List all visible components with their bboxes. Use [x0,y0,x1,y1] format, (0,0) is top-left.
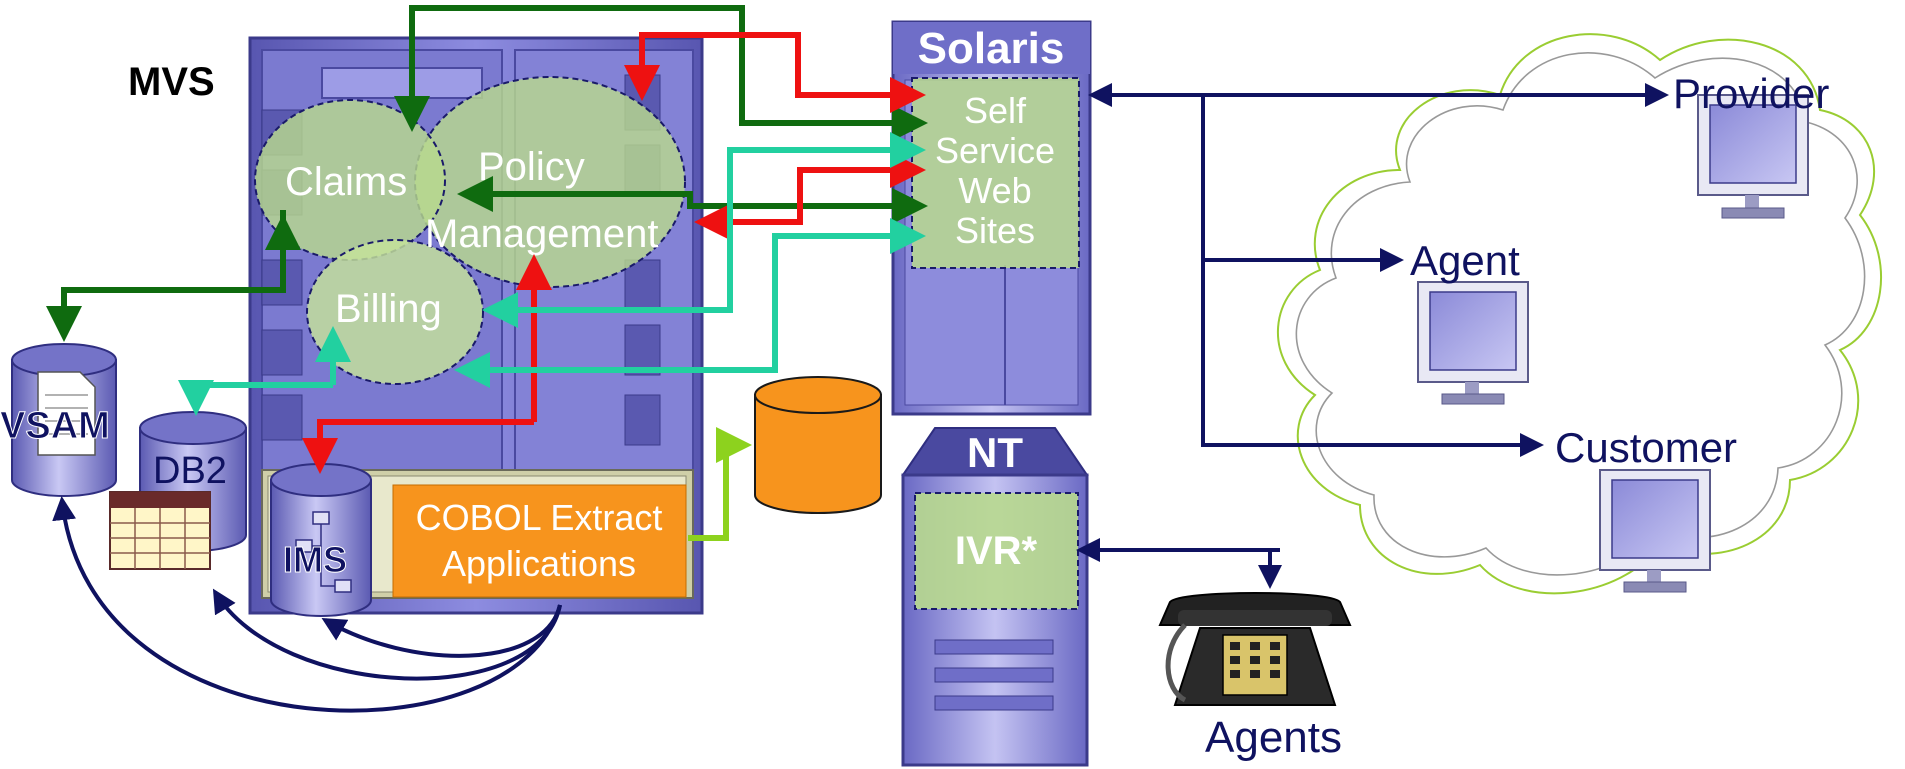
vsam-label: VSAM [0,405,110,447]
ims-label: IMS [283,539,347,580]
extract-output-database [754,376,882,514]
nt-label: NT [967,429,1023,476]
solaris-label: Solaris [918,24,1065,73]
agents-label: Agents [1205,713,1342,762]
claims-bubble [254,99,446,261]
provider-label: Provider [1673,70,1829,117]
agent-label: Agent [1410,237,1520,284]
lime-arrow [688,427,752,541]
provider-computer-icon [1697,94,1809,219]
ivr-box [914,492,1079,610]
mvs-label: MVS [128,60,215,104]
web-sites-line3: Web [958,170,1031,211]
ivr-label: IVR* [955,529,1038,573]
web-sites-line2: Service [935,130,1055,171]
cobol-label-line1: COBOL Extract [416,497,663,538]
policy-label-line1: Policy [478,145,585,189]
cobol-label-line2: Applications [442,543,636,584]
billing-label: Billing [335,287,442,331]
policy-label-line2: Management [425,212,658,256]
app-bubbles [254,76,686,385]
self-service-web-sites-box [911,77,1080,269]
telephone-icon [1158,592,1352,706]
agent-computer-icon [1417,281,1529,405]
db2-table-icon [109,491,211,570]
teal-arrows [178,132,926,416]
customer-label: Customer [1555,424,1737,471]
web-sites-line4: Sites [955,210,1035,251]
ims-database [270,463,372,617]
customer-computer-icon [1599,469,1711,593]
navy-arrows [52,83,1669,713]
claims-label: Claims [285,160,407,204]
db2-label: DB2 [153,450,227,492]
cobol-extract-box [392,484,687,598]
web-sites-line1: Self [964,90,1027,131]
policy-management-bubble [414,76,686,288]
vsam-database [11,343,117,497]
red-arrows [302,32,926,474]
